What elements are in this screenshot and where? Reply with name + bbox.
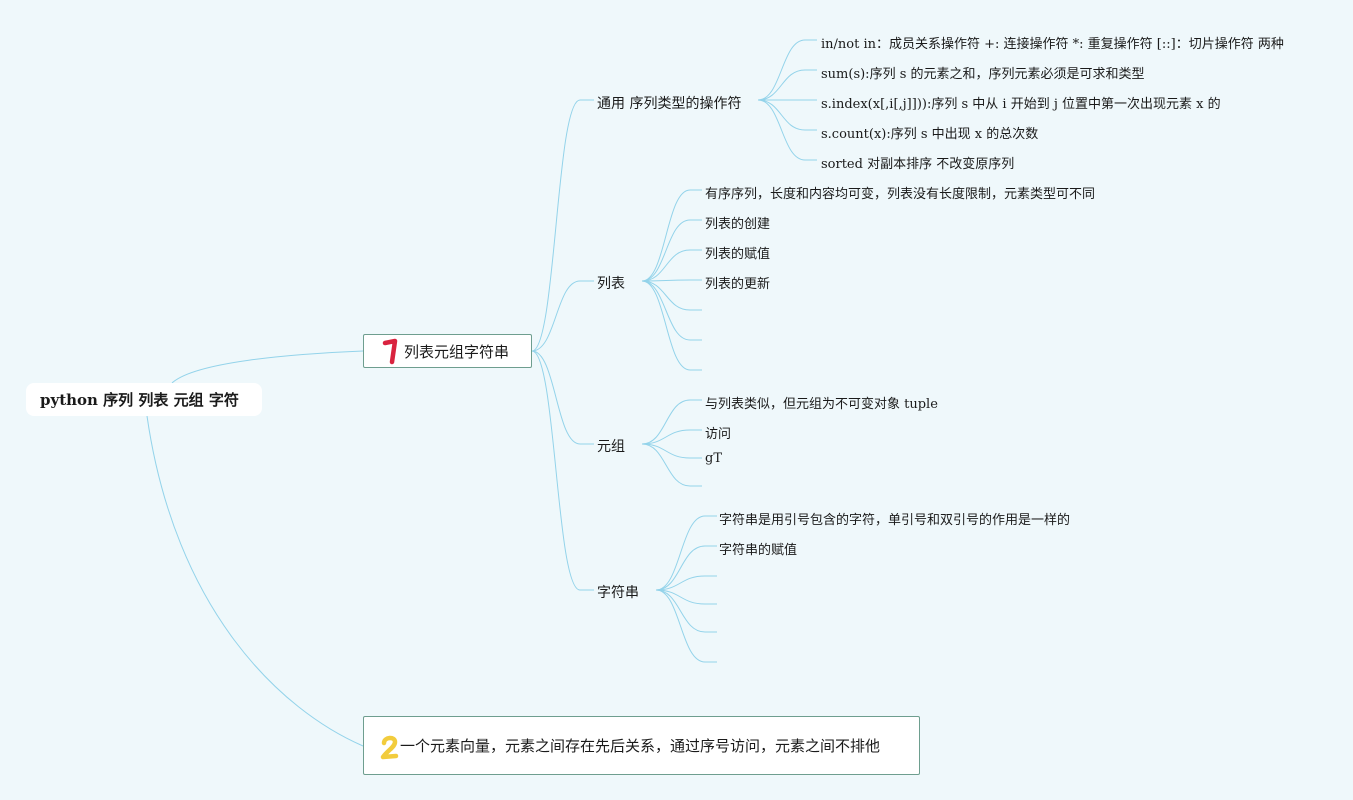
topic-2-node[interactable]: 一个元素向量，元素之间存在先后关系，通过序号访问，元素之间不排他 <box>363 716 920 775</box>
link-tuple-leaf-1 <box>641 429 691 445</box>
link-list-leaf-4 <box>641 280 691 311</box>
leaf-label: 列表的赋值 <box>705 247 771 262</box>
branch-label: 通用 序列类型的操作符 <box>597 96 742 112</box>
link-list-leaf-3 <box>641 279 691 282</box>
number-one-marker-icon <box>382 338 398 365</box>
branch-tuple[interactable]: 元组 <box>597 436 625 456</box>
link-string-leaf-2 <box>655 575 706 591</box>
root-title: python 序列 列表 元组 字符 <box>40 391 239 409</box>
link-string-leaf-4 <box>655 589 706 633</box>
topic-1-title: 列表元组字符串 <box>404 342 510 361</box>
leaf-label: 字符串是用引号包含的字符，单引号和双引号的作用是一样的 <box>719 513 1071 528</box>
link-string-leaf-0 <box>655 515 706 591</box>
link-list-leaf-6 <box>641 280 691 371</box>
link-topic1-string <box>531 350 581 591</box>
link-operators-leaf-1 <box>757 69 806 101</box>
link-list-leaf-2 <box>641 249 691 282</box>
link-tuple-leaf-3 <box>641 443 691 487</box>
topic-2-title: 一个元素向量，元素之间存在先后关系，通过序号访问，元素之间不排他 <box>400 736 881 755</box>
leaf-label: s.count(x):序列 s 中出现 x 的总次数 <box>821 127 1039 142</box>
leaf-label: 有序序列，长度和内容均可变，列表没有长度限制，元素类型可不同 <box>705 187 1096 202</box>
link-tuple-leaf-2 <box>641 443 691 459</box>
link-tuple-leaf-0 <box>641 399 691 445</box>
leaf-sorted[interactable]: sorted 对副本排序 不改变原序列 <box>821 153 1014 172</box>
leaf-label: sum(s):序列 s 的元素之和，序列元素必须是可求和类型 <box>821 67 1145 82</box>
link-topic1-operators <box>531 99 581 352</box>
leaf-list-creation[interactable]: 列表的创建 <box>705 213 770 232</box>
topic-1-node[interactable]: 列表元组字符串 <box>363 334 532 368</box>
link-root-topic2 <box>146 415 364 747</box>
link-string-leaf-5 <box>655 589 706 663</box>
leaf-index[interactable]: s.index(x[,i[,j]])):序列 s 中从 i 开始到 j 位置中第… <box>821 93 1221 112</box>
link-string-leaf-1 <box>655 545 706 591</box>
link-operators-leaf-0 <box>757 39 806 101</box>
leaf-label: 字符串的赋值 <box>719 543 798 558</box>
leaf-list-update[interactable]: 列表的更新 <box>705 273 770 292</box>
branch-label: 字符串 <box>597 585 639 601</box>
leaf-string-assignment[interactable]: 字符串的赋值 <box>719 539 797 558</box>
leaf-label: gT <box>705 451 722 466</box>
branch-list[interactable]: 列表 <box>597 273 625 293</box>
leaf-tuple-description[interactable]: 与列表类似，但元组为不可变对象 tuple <box>705 393 938 412</box>
link-operators-leaf-3 <box>757 99 806 131</box>
leaf-string-description[interactable]: 字符串是用引号包含的字符，单引号和双引号的作用是一样的 <box>719 509 1070 528</box>
branch-string[interactable]: 字符串 <box>597 582 639 602</box>
link-root-topic1 <box>171 350 364 384</box>
leaf-label: 访问 <box>705 427 732 442</box>
link-list-leaf-0 <box>641 189 691 282</box>
leaf-label: s.index(x[,i[,j]])):序列 s 中从 i 开始到 j 位置中第… <box>821 97 1221 112</box>
branch-label: 列表 <box>597 276 625 292</box>
link-topic1-tuple <box>531 350 581 445</box>
leaf-count[interactable]: s.count(x):序列 s 中出现 x 的总次数 <box>821 123 1038 142</box>
leaf-tuple-access[interactable]: 访问 <box>705 423 731 442</box>
leaf-label: 列表的创建 <box>705 217 771 232</box>
leaf-label: 列表的更新 <box>705 277 771 292</box>
leaf-tuple-gt[interactable]: gT <box>705 451 722 466</box>
link-list-leaf-5 <box>641 280 691 341</box>
leaf-sum[interactable]: sum(s):序列 s 的元素之和，序列元素必须是可求和类型 <box>821 63 1145 82</box>
leaf-label: in/not in：成员关系操作符 +: 连接操作符 *: 重复操作符 [::]… <box>821 37 1284 52</box>
leaf-operators[interactable]: in/not in：成员关系操作符 +: 连接操作符 *: 重复操作符 [::]… <box>821 33 1284 52</box>
leaf-list-assignment[interactable]: 列表的赋值 <box>705 243 770 262</box>
root-node[interactable]: python 序列 列表 元组 字符 <box>26 383 262 416</box>
link-list-leaf-1 <box>641 219 691 282</box>
number-two-marker-icon <box>380 735 399 759</box>
leaf-label: sorted 对副本排序 不改变原序列 <box>821 157 1015 172</box>
leaf-list-description[interactable]: 有序序列，长度和内容均可变，列表没有长度限制，元素类型可不同 <box>705 183 1095 202</box>
link-operators-leaf-4 <box>757 99 806 161</box>
branch-sequence-operators[interactable]: 通用 序列类型的操作符 <box>597 93 741 113</box>
link-topic1-list <box>531 280 581 352</box>
branch-label: 元组 <box>597 439 625 455</box>
leaf-label: 与列表类似，但元组为不可变对象 tuple <box>705 397 938 412</box>
